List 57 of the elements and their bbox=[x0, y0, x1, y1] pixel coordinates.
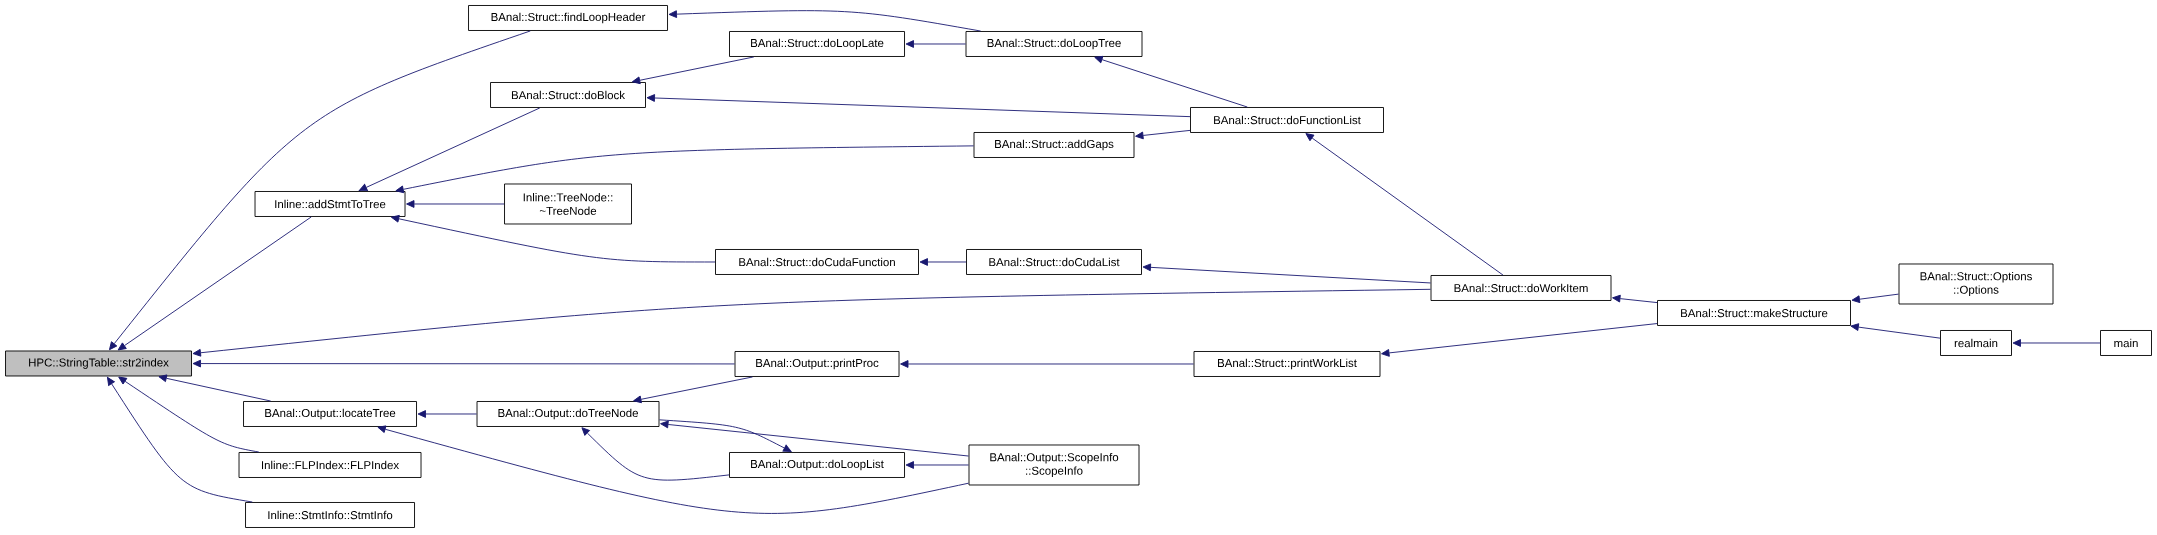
arrow bbox=[660, 420, 969, 457]
arrow bbox=[406, 200, 505, 208]
arrow bbox=[633, 376, 753, 404]
arrow bbox=[377, 425, 969, 514]
function-box: BAnal::Struct::findLoopHeader bbox=[468, 5, 668, 31]
arrow bbox=[192, 288, 1431, 357]
function-box: BAnal::Struct::doLoopTree bbox=[965, 31, 1143, 57]
function-box: BAnal::Struct::Options ::Options bbox=[1898, 263, 2054, 305]
arrow bbox=[158, 374, 272, 402]
function-box: BAnal::Struct::doCudaFunction bbox=[715, 249, 919, 275]
arrow bbox=[1135, 129, 1191, 140]
function-box: BAnal::Struct::doWorkItem bbox=[1430, 275, 1612, 301]
function-box: Inline::TreeNode:: ~TreeNode bbox=[504, 183, 632, 225]
arrow bbox=[117, 216, 312, 351]
function-box: BAnal::Output::ScopeInfo ::ScopeInfo bbox=[968, 444, 1140, 486]
arrow bbox=[2012, 339, 2101, 347]
arrow bbox=[646, 94, 1191, 118]
arrow bbox=[1094, 55, 1248, 108]
function-box: BAnal::Output::doTreeNode bbox=[476, 401, 660, 427]
function-box: realmain bbox=[1940, 330, 2012, 356]
arrow bbox=[631, 56, 755, 85]
arrow bbox=[1851, 293, 1899, 304]
function-box: BAnal::Output::locateTree bbox=[243, 401, 417, 427]
function-box: Inline::FLPIndex::FLPIndex bbox=[238, 452, 422, 478]
function-box: BAnal::Output::doLoopList bbox=[729, 452, 905, 478]
arrow bbox=[358, 107, 541, 192]
arrow bbox=[1612, 294, 1658, 304]
arrow bbox=[919, 258, 967, 266]
arrow bbox=[1142, 263, 1431, 284]
arrow bbox=[109, 30, 531, 351]
arrow bbox=[581, 427, 730, 481]
function-box: BAnal::Struct::printWorkList bbox=[1193, 351, 1381, 377]
arrow bbox=[118, 376, 260, 453]
arrow bbox=[1850, 323, 1941, 339]
function-box: HPC::StringTable::str2index bbox=[5, 350, 192, 377]
arrow bbox=[395, 145, 974, 194]
arrow bbox=[390, 214, 716, 263]
function-box: BAnal::Struct::makeStructure bbox=[1657, 300, 1851, 326]
function-box: BAnal::Struct::doBlock bbox=[490, 82, 646, 108]
arrow bbox=[905, 40, 966, 48]
arrow bbox=[192, 359, 735, 368]
function-box: BAnal::Output::printProc bbox=[734, 351, 900, 377]
arrow bbox=[905, 461, 969, 469]
arrow bbox=[668, 10, 982, 32]
function-box: Inline::addStmtToTree bbox=[254, 191, 406, 217]
arrow bbox=[417, 410, 477, 418]
arrow bbox=[107, 376, 253, 503]
arrow bbox=[900, 360, 1194, 368]
arrow bbox=[1381, 323, 1658, 357]
arrow bbox=[659, 419, 792, 452]
function-box: BAnal::Struct::addGaps bbox=[973, 132, 1135, 158]
function-box: main bbox=[2100, 330, 2152, 356]
function-box: BAnal::Struct::doLoopLate bbox=[729, 31, 905, 57]
function-box: Inline::StmtInfo::StmtInfo bbox=[245, 502, 415, 528]
function-box: BAnal::Struct::doFunctionList bbox=[1190, 107, 1384, 133]
function-box: BAnal::Struct::doCudaList bbox=[966, 249, 1142, 275]
arrow bbox=[1305, 133, 1504, 276]
